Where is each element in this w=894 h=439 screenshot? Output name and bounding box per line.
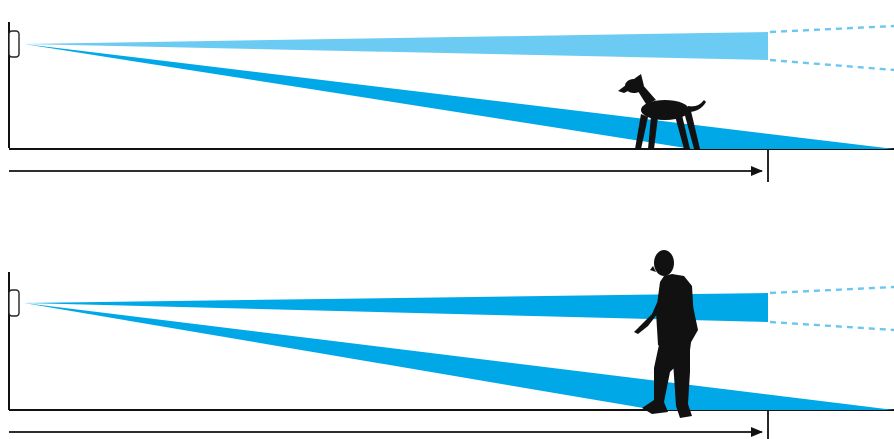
human-detection-panel	[8, 250, 894, 439]
motion-sensor-icon	[8, 289, 20, 317]
upper-beam-dashed-extension	[769, 285, 894, 332]
upper-detection-beam	[24, 293, 768, 322]
motion-sensor-icon	[8, 30, 20, 58]
dog-icon	[618, 74, 706, 149]
lower-detection-beam	[24, 44, 894, 149]
upper-beam-dashed-extension	[769, 24, 894, 72]
upper-detection-beam	[24, 32, 768, 60]
person-icon	[634, 250, 698, 418]
pet-immunity-panel	[8, 22, 894, 182]
